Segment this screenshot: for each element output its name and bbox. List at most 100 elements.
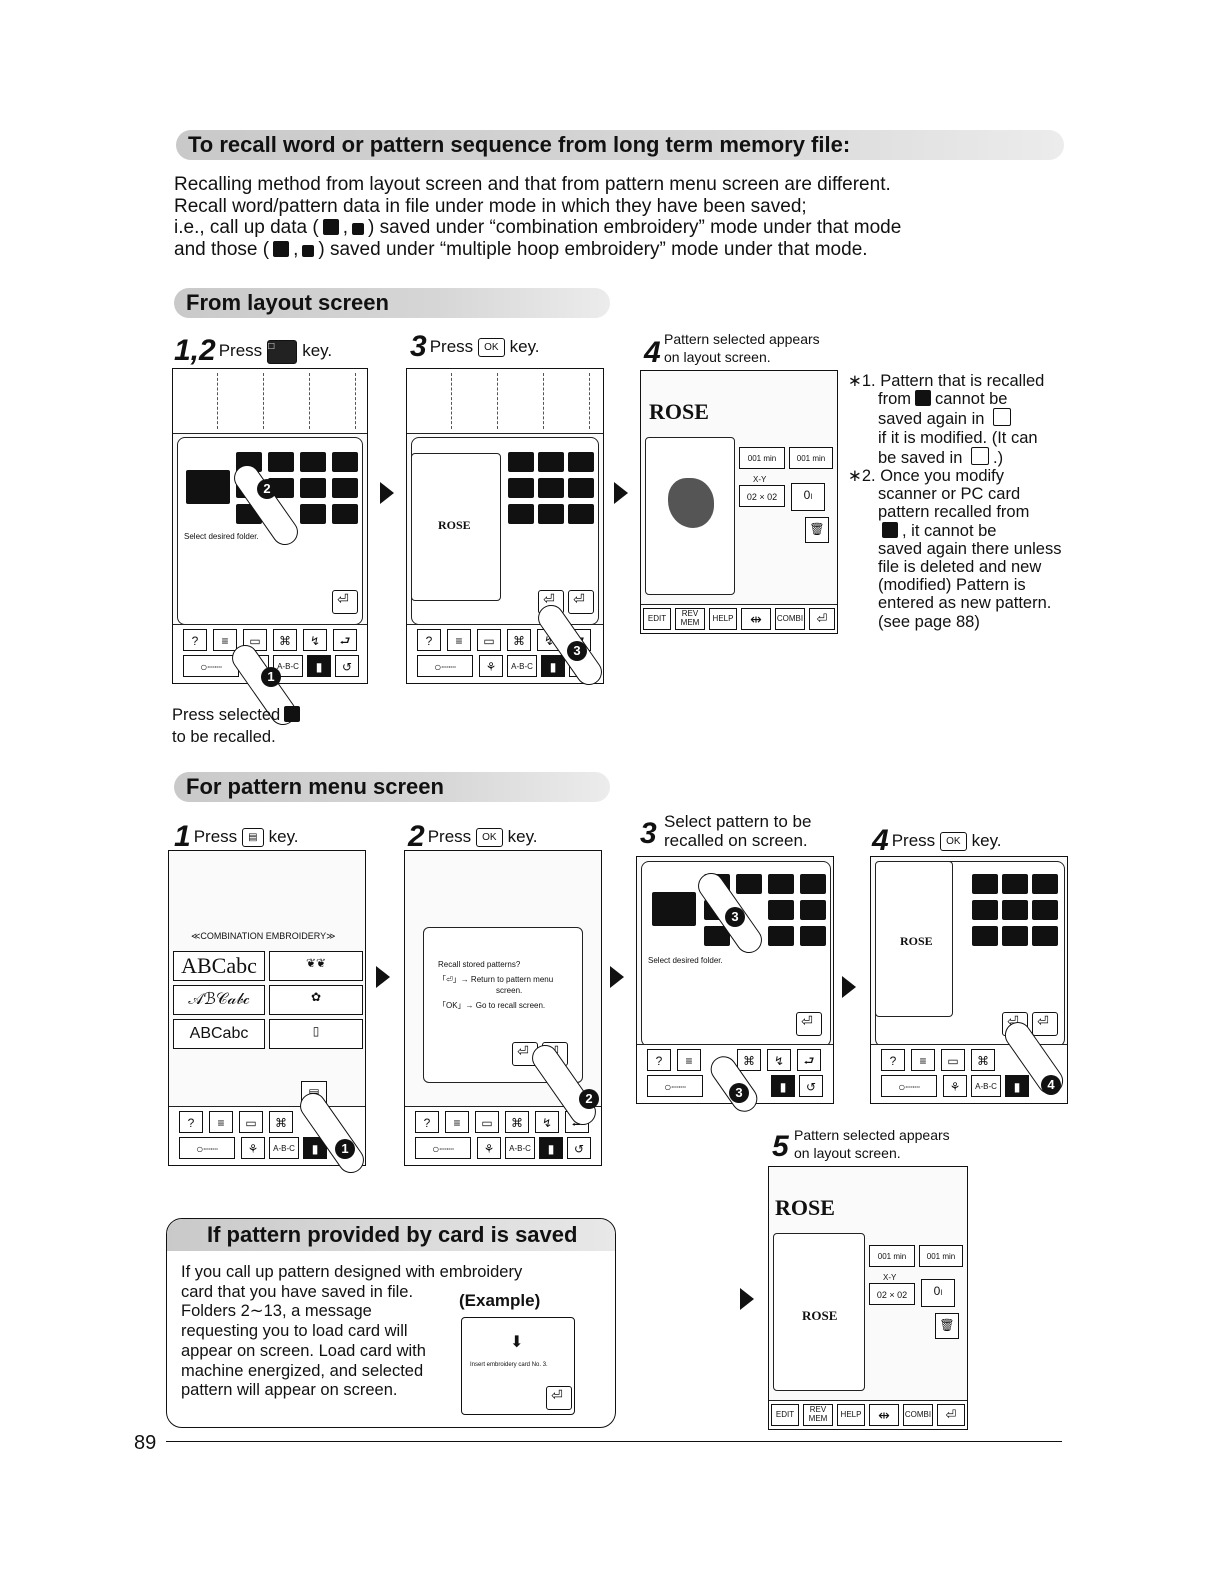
frame-pattern-button[interactable]: ❦❦ (269, 951, 363, 981)
sewing-key[interactable]: ⌘ (273, 629, 297, 651)
menu-button[interactable]: ≡ (447, 629, 471, 651)
floral-pattern-button[interactable]: ✿ (269, 985, 363, 1015)
rose-thumbnail[interactable] (177, 373, 218, 429)
slider-control[interactable]: ○┈┈ (647, 1075, 703, 1097)
return-button[interactable] (1032, 1012, 1058, 1036)
help-button[interactable]: ? (179, 1111, 203, 1133)
help-button[interactable]: ? (183, 629, 207, 651)
abc-key[interactable]: A-B-C (269, 1137, 299, 1159)
return-button[interactable] (796, 1012, 822, 1036)
folder-1-icon[interactable] (652, 892, 696, 926)
undo-key[interactable]: ↺ (335, 655, 359, 677)
help-button[interactable]: ? (415, 1111, 439, 1133)
folder-8-icon[interactable] (768, 874, 794, 894)
delete-button[interactable]: 🗑 (935, 1313, 959, 1339)
folder-5-icon[interactable] (508, 452, 534, 472)
edit-button[interactable]: EDIT (771, 1404, 799, 1426)
abc-key[interactable]: A-B-C (507, 655, 537, 677)
font-script-button[interactable]: 𝒜ℬ𝒞𝒶𝒷𝒸 (173, 985, 265, 1015)
needle-button[interactable]: 0ₗ (921, 1279, 955, 1307)
abc-key[interactable]: A-B-C (971, 1075, 1001, 1097)
pattern-key[interactable]: ⚘ (943, 1075, 967, 1097)
folder-7-icon[interactable] (972, 926, 998, 946)
scanner-button[interactable]: ▯ (269, 1019, 363, 1049)
memory-key[interactable]: ▭ (941, 1049, 965, 1071)
folder-9-icon[interactable] (538, 478, 564, 498)
folder-10-icon[interactable] (1002, 926, 1028, 946)
memory-key[interactable]: ▭ (239, 1111, 263, 1133)
menu-button[interactable]: ≡ (911, 1049, 935, 1071)
rev-mem-button[interactable]: REV MEM (675, 608, 705, 630)
slider-control[interactable]: ○┈┈ (415, 1137, 471, 1159)
help-button[interactable]: ? (417, 629, 441, 651)
return-button[interactable] (332, 590, 358, 614)
combi-button[interactable]: COMBI (775, 608, 805, 630)
ok-key[interactable]: OK (476, 828, 503, 848)
folder-9-icon[interactable] (300, 478, 326, 498)
folder-1-icon[interactable] (186, 470, 230, 504)
edit-button[interactable]: EDIT (643, 608, 671, 630)
sewing-key[interactable]: ⌘ (737, 1049, 761, 1071)
folder-10-icon[interactable] (538, 504, 564, 524)
delete-button[interactable]: 🗑 (805, 517, 829, 543)
edit-key[interactable]: ↯ (535, 1111, 559, 1133)
memory-key[interactable]: ▭ (477, 629, 501, 651)
move-button[interactable]: ⇹ (869, 1404, 899, 1426)
folder-6-icon[interactable] (508, 478, 534, 498)
folder-12-icon[interactable] (1032, 900, 1058, 920)
help-button[interactable]: HELP (837, 1404, 865, 1426)
pattern-thumbnail-2[interactable] (269, 373, 310, 429)
return-button[interactable]: ⏎ (937, 1404, 965, 1426)
folder-12-icon[interactable] (800, 900, 826, 920)
undo-key[interactable]: ↺ (567, 1137, 591, 1159)
folder-key[interactable]: ▮ (307, 655, 331, 677)
slider-control[interactable]: ○┈┈ (179, 1137, 235, 1159)
folder-12-icon[interactable] (568, 478, 594, 498)
folder-5-icon[interactable] (268, 452, 294, 472)
sewing-key[interactable]: ⌘ (269, 1111, 293, 1133)
pattern-key[interactable]: ⚘ (241, 1137, 265, 1159)
folder-13-icon[interactable] (800, 926, 826, 946)
sewing-key[interactable]: ⌘ (971, 1049, 995, 1071)
sewing-key[interactable]: ⌘ (505, 1111, 529, 1133)
pattern-thumbnail-1[interactable] (457, 373, 498, 429)
pattern-thumbnail-2[interactable] (503, 373, 544, 429)
pattern-thumbnail-1[interactable] (223, 373, 264, 429)
pattern-key[interactable]: ⚘ (479, 655, 503, 677)
menu-button[interactable]: ≡ (209, 1111, 233, 1133)
folder-11-icon[interactable] (568, 452, 594, 472)
slider-control[interactable]: ○┈┈ (183, 655, 239, 677)
ok-key[interactable]: OK (478, 338, 505, 358)
folder-8-icon[interactable] (538, 452, 564, 472)
font-gothic-button[interactable]: ABCabc (173, 951, 265, 981)
folder-13-icon[interactable] (332, 504, 358, 524)
ok-key[interactable]: OK (940, 832, 967, 852)
folder-8-icon[interactable] (1002, 874, 1028, 894)
return-button[interactable] (546, 1386, 572, 1410)
edit-key[interactable]: ↯ (767, 1049, 791, 1071)
sewing-key[interactable]: ⌘ (507, 629, 531, 651)
folder-8-icon[interactable] (300, 452, 326, 472)
menu-button[interactable]: ≡ (677, 1049, 701, 1071)
folder-key[interactable]: ▮ (541, 655, 565, 677)
folder-5-icon[interactable] (736, 874, 762, 894)
slider-control[interactable]: ○┈┈ (881, 1075, 937, 1097)
folder-10-icon[interactable] (768, 926, 794, 946)
rev-mem-button[interactable]: REV MEM (803, 1404, 833, 1426)
folder-6-icon[interactable] (972, 900, 998, 920)
pattern-thumbnail-3[interactable] (549, 373, 590, 429)
folder-11-icon[interactable] (332, 452, 358, 472)
needle-button[interactable]: 0ₗ (791, 483, 825, 511)
abc-key[interactable]: A-B-C (505, 1137, 535, 1159)
help-button[interactable]: HELP (709, 608, 737, 630)
folder-11-icon[interactable] (800, 874, 826, 894)
abc-key[interactable]: A-B-C (273, 655, 303, 677)
folder-key[interactable]: ▮ (771, 1075, 795, 1097)
font-outline-button[interactable]: ABCabc (173, 1019, 265, 1049)
folder-9-icon[interactable] (1002, 900, 1028, 920)
move-button[interactable]: ⇹ (741, 608, 771, 630)
return-key[interactable]: ⮐ (797, 1049, 821, 1071)
pattern-key[interactable]: ⚘ (477, 1137, 501, 1159)
folder-4-icon[interactable] (704, 926, 730, 946)
return-button[interactable]: ⏎ (809, 608, 835, 630)
